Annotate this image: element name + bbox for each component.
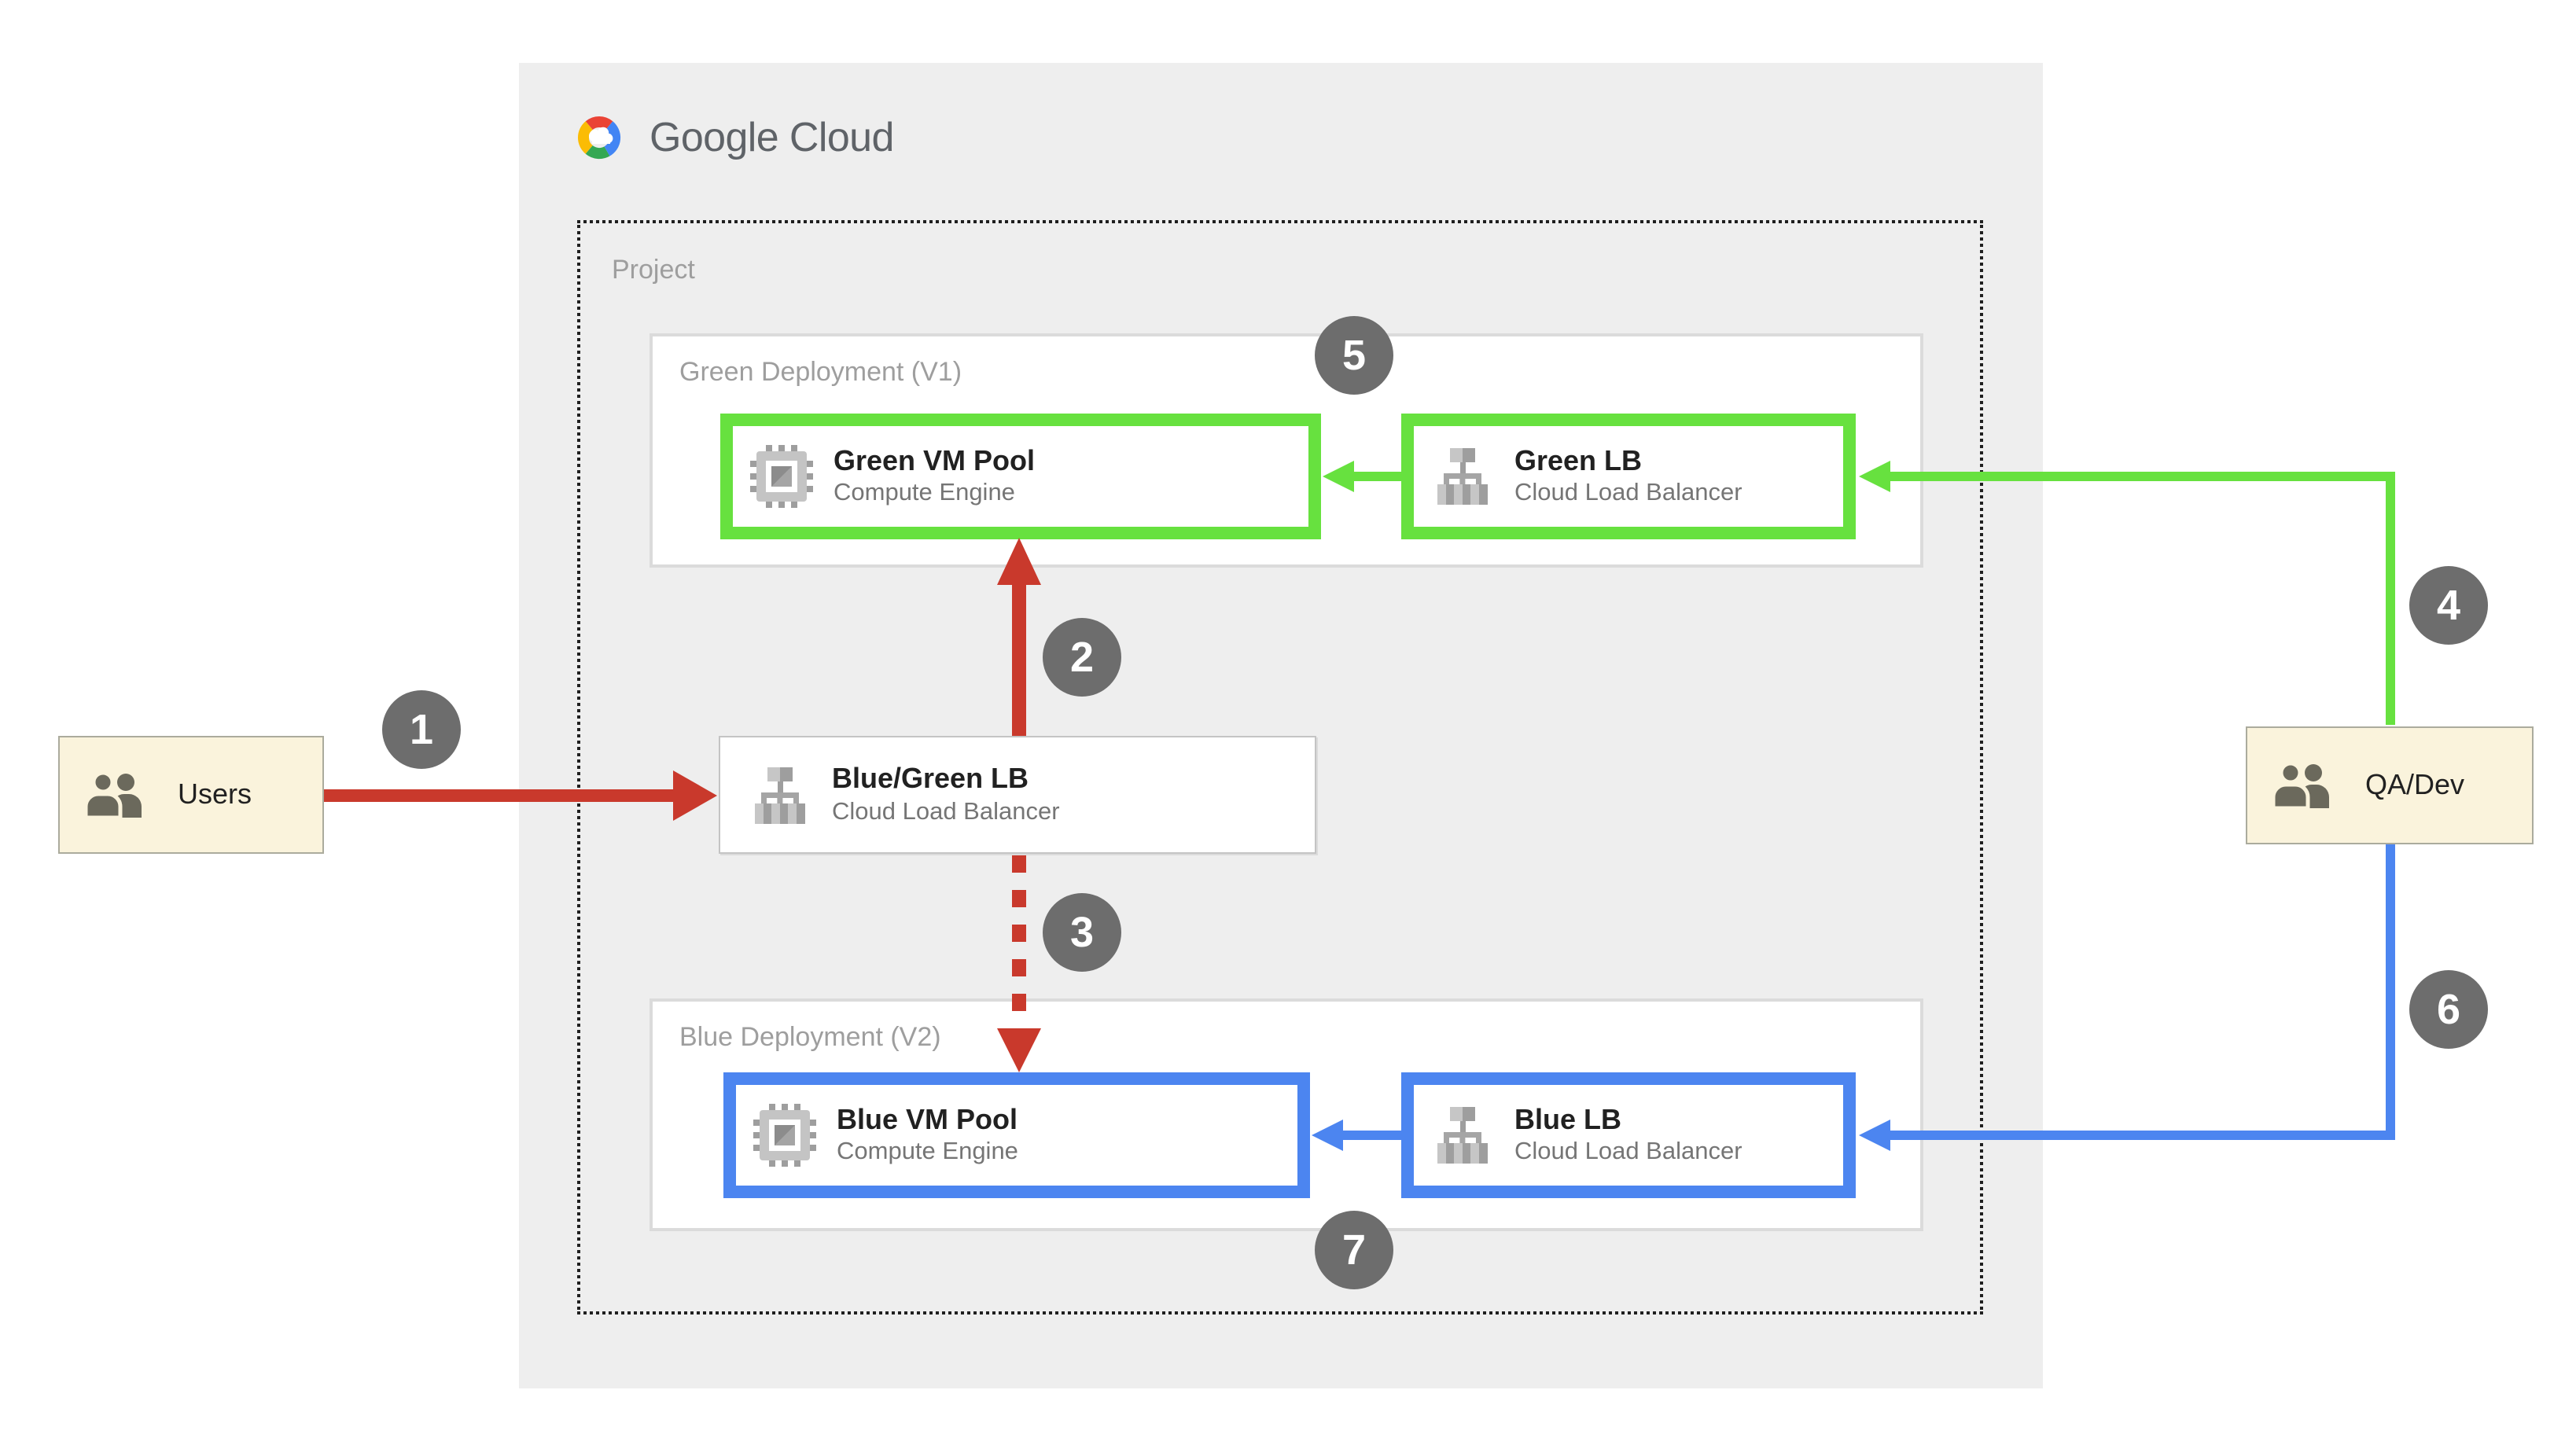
actor-qadev: QA/Dev <box>2246 726 2534 844</box>
step-badge-1: 1 <box>382 690 461 769</box>
node-title: Green VM Pool <box>834 444 1036 476</box>
node-title: Green LB <box>1514 444 1643 476</box>
actor-users: Users <box>58 736 324 854</box>
node-green-lb: Green LB Cloud Load Balancer <box>1401 414 1856 539</box>
step-badge-2: 2 <box>1043 618 1121 697</box>
users-icon <box>83 770 142 819</box>
node-subtitle: Compute Engine <box>834 480 1015 507</box>
load-balancer-icon <box>1437 1107 1488 1164</box>
node-subtitle: Cloud Load Balancer <box>1514 1138 1742 1166</box>
users-icon <box>2271 761 2329 810</box>
google-cloud-logo-text: Google Cloud <box>650 112 894 160</box>
node-title: Blue/Green LB <box>832 763 1029 795</box>
google-cloud-icon <box>577 116 621 160</box>
step-badge-7: 7 <box>1315 1211 1393 1289</box>
node-blue-vm-pool: Blue VM Pool Compute Engine <box>723 1072 1310 1198</box>
node-subtitle: Cloud Load Balancer <box>832 798 1060 825</box>
project-label: Project <box>612 255 695 285</box>
actor-label: QA/Dev <box>2365 769 2465 800</box>
compute-engine-icon <box>750 445 813 508</box>
node-subtitle: Cloud Load Balancer <box>1514 480 1742 507</box>
node-blue-lb: Blue LB Cloud Load Balancer <box>1401 1072 1856 1198</box>
load-balancer-icon <box>755 767 805 823</box>
node-subtitle: Compute Engine <box>837 1138 1018 1166</box>
node-green-vm-pool: Green VM Pool Compute Engine <box>720 414 1321 539</box>
blue-deployment-label: Blue Deployment (V2) <box>679 1022 941 1052</box>
node-title: Blue LB <box>1514 1103 1622 1135</box>
step-badge-6: 6 <box>2409 970 2488 1049</box>
node-bluegreen-lb: Blue/Green LB Cloud Load Balancer <box>719 736 1316 854</box>
compute-engine-icon <box>753 1104 816 1167</box>
step-badge-3: 3 <box>1043 893 1121 972</box>
step-badge-5: 5 <box>1315 316 1393 395</box>
load-balancer-icon <box>1437 448 1488 505</box>
green-deployment-label: Green Deployment (V1) <box>679 357 962 387</box>
google-cloud-logo: Google Cloud <box>572 112 894 162</box>
actor-label: Users <box>178 778 252 810</box>
project-boundary <box>577 220 1983 1314</box>
node-title: Blue VM Pool <box>837 1103 1018 1135</box>
step-badge-4: 4 <box>2409 566 2488 645</box>
